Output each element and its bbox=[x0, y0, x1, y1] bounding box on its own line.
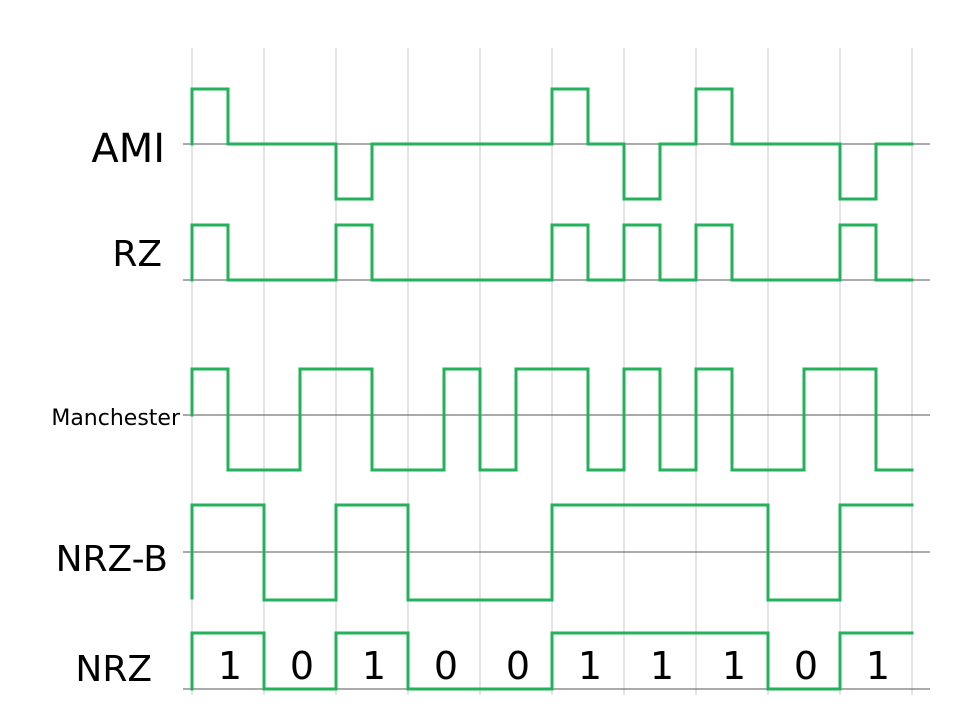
signal-waveforms bbox=[190, 87, 914, 691]
bit-label: 1 bbox=[866, 644, 890, 688]
waveform-nrzb bbox=[190, 503, 914, 602]
bit-label: 0 bbox=[506, 644, 530, 688]
waveform-rz bbox=[190, 223, 914, 282]
row-label-rz: RZ bbox=[112, 234, 162, 275]
row-label-ami: AMI bbox=[91, 126, 165, 172]
waveform-ami bbox=[190, 87, 914, 201]
row-label-nrz-b: NRZ-B bbox=[56, 539, 168, 580]
bit-label: 0 bbox=[434, 644, 458, 688]
row-label-manchester: Manchester bbox=[51, 406, 181, 431]
bit-label: 1 bbox=[218, 644, 242, 688]
row-label-nrz: NRZ bbox=[75, 649, 152, 690]
bit-label: 1 bbox=[362, 644, 386, 688]
bit-label: 1 bbox=[722, 644, 746, 688]
bit-sequence: 1 0 1 0 0 1 1 1 0 1 bbox=[218, 644, 890, 688]
bit-label: 1 bbox=[650, 644, 674, 688]
bit-label: 0 bbox=[290, 644, 314, 688]
bit-label: 1 bbox=[578, 644, 602, 688]
waveform-manchester bbox=[190, 367, 914, 472]
waveform-nrz bbox=[190, 631, 914, 691]
bit-label: 0 bbox=[794, 644, 818, 688]
